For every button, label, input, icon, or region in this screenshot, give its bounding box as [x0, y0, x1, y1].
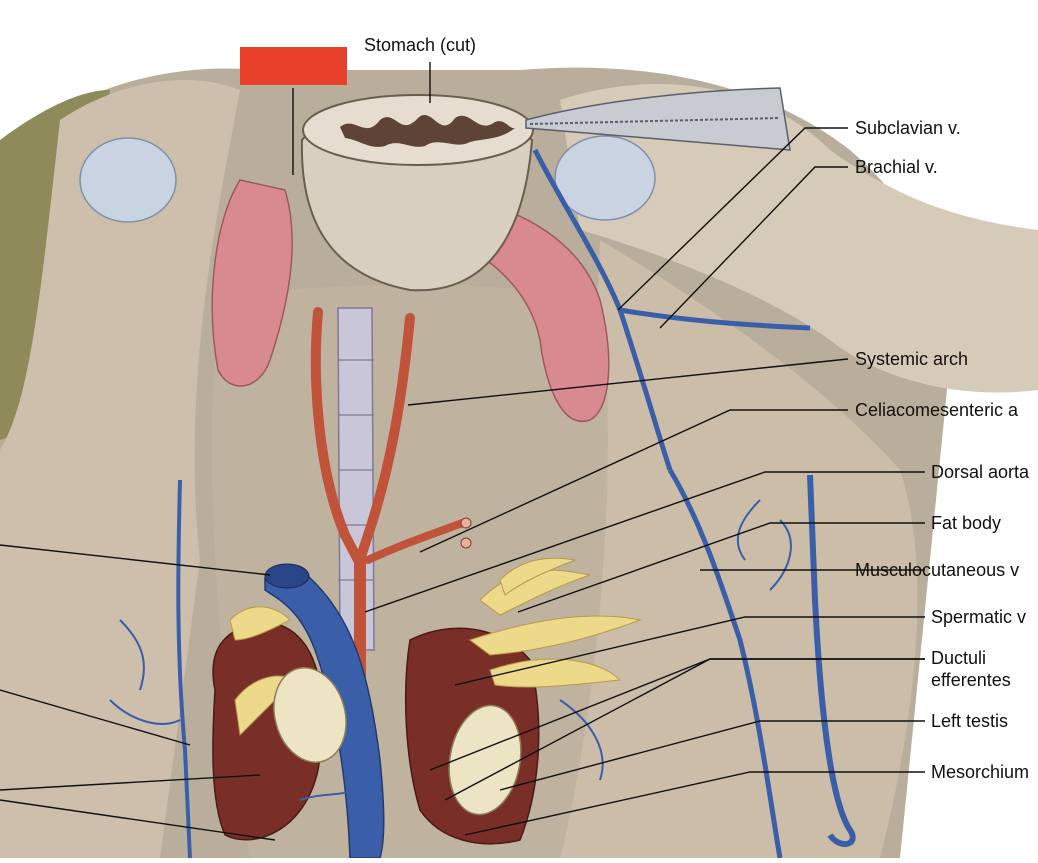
label-systemic-arch: Systemic arch	[855, 349, 969, 369]
left-testis-drawn	[448, 704, 522, 816]
musculocutaneous-vein	[667, 468, 783, 859]
forceps	[525, 87, 791, 151]
systemic-arch-left	[310, 307, 363, 565]
label-spermatic-vein: Spermatic v	[931, 607, 1027, 627]
left-eye-bulge	[79, 137, 177, 223]
brachial-vein	[619, 307, 811, 331]
label-left-testis: Left testis	[931, 711, 1009, 731]
label-dorsal-aorta: Dorsal aorta	[931, 462, 1030, 482]
small-vein-branches	[109, 499, 792, 801]
celiacomesenteric-artery	[364, 518, 469, 564]
fat-body-right	[468, 557, 642, 688]
postcava	[264, 567, 385, 859]
label-fat-body: Fat body	[931, 513, 1002, 533]
systemic-arch-right	[355, 313, 415, 565]
label-musculocutaneous-vein: Musculocutaneous v	[855, 560, 1020, 580]
leader-lines	[0, 62, 925, 841]
label-subclavian-vein: Subclavian v.	[855, 118, 961, 138]
label-brachial-vein: Brachial v.	[855, 157, 938, 177]
label-ductuli-line2: efferentes	[931, 670, 1011, 690]
abdominal-vein-left	[176, 479, 192, 859]
subclavian-vein	[532, 148, 673, 471]
right-shoulder-muscle	[560, 84, 1038, 393]
left-lung	[211, 179, 293, 387]
label-celiacomesenteric-artery: Celiacomesenteric a	[855, 400, 1019, 420]
stomach-lumen	[340, 115, 515, 147]
right-eye-bulge	[554, 135, 656, 221]
label-redaction-box	[240, 47, 347, 85]
right-lung	[469, 199, 610, 423]
label-mesorchium: Mesorchium	[931, 762, 1030, 782]
abdominal-vein-right	[807, 474, 856, 847]
label-stomach: Stomach (cut)	[364, 35, 477, 55]
label-ductuli-line1: Ductuli	[931, 648, 987, 668]
right-testis-drawn	[273, 667, 347, 763]
